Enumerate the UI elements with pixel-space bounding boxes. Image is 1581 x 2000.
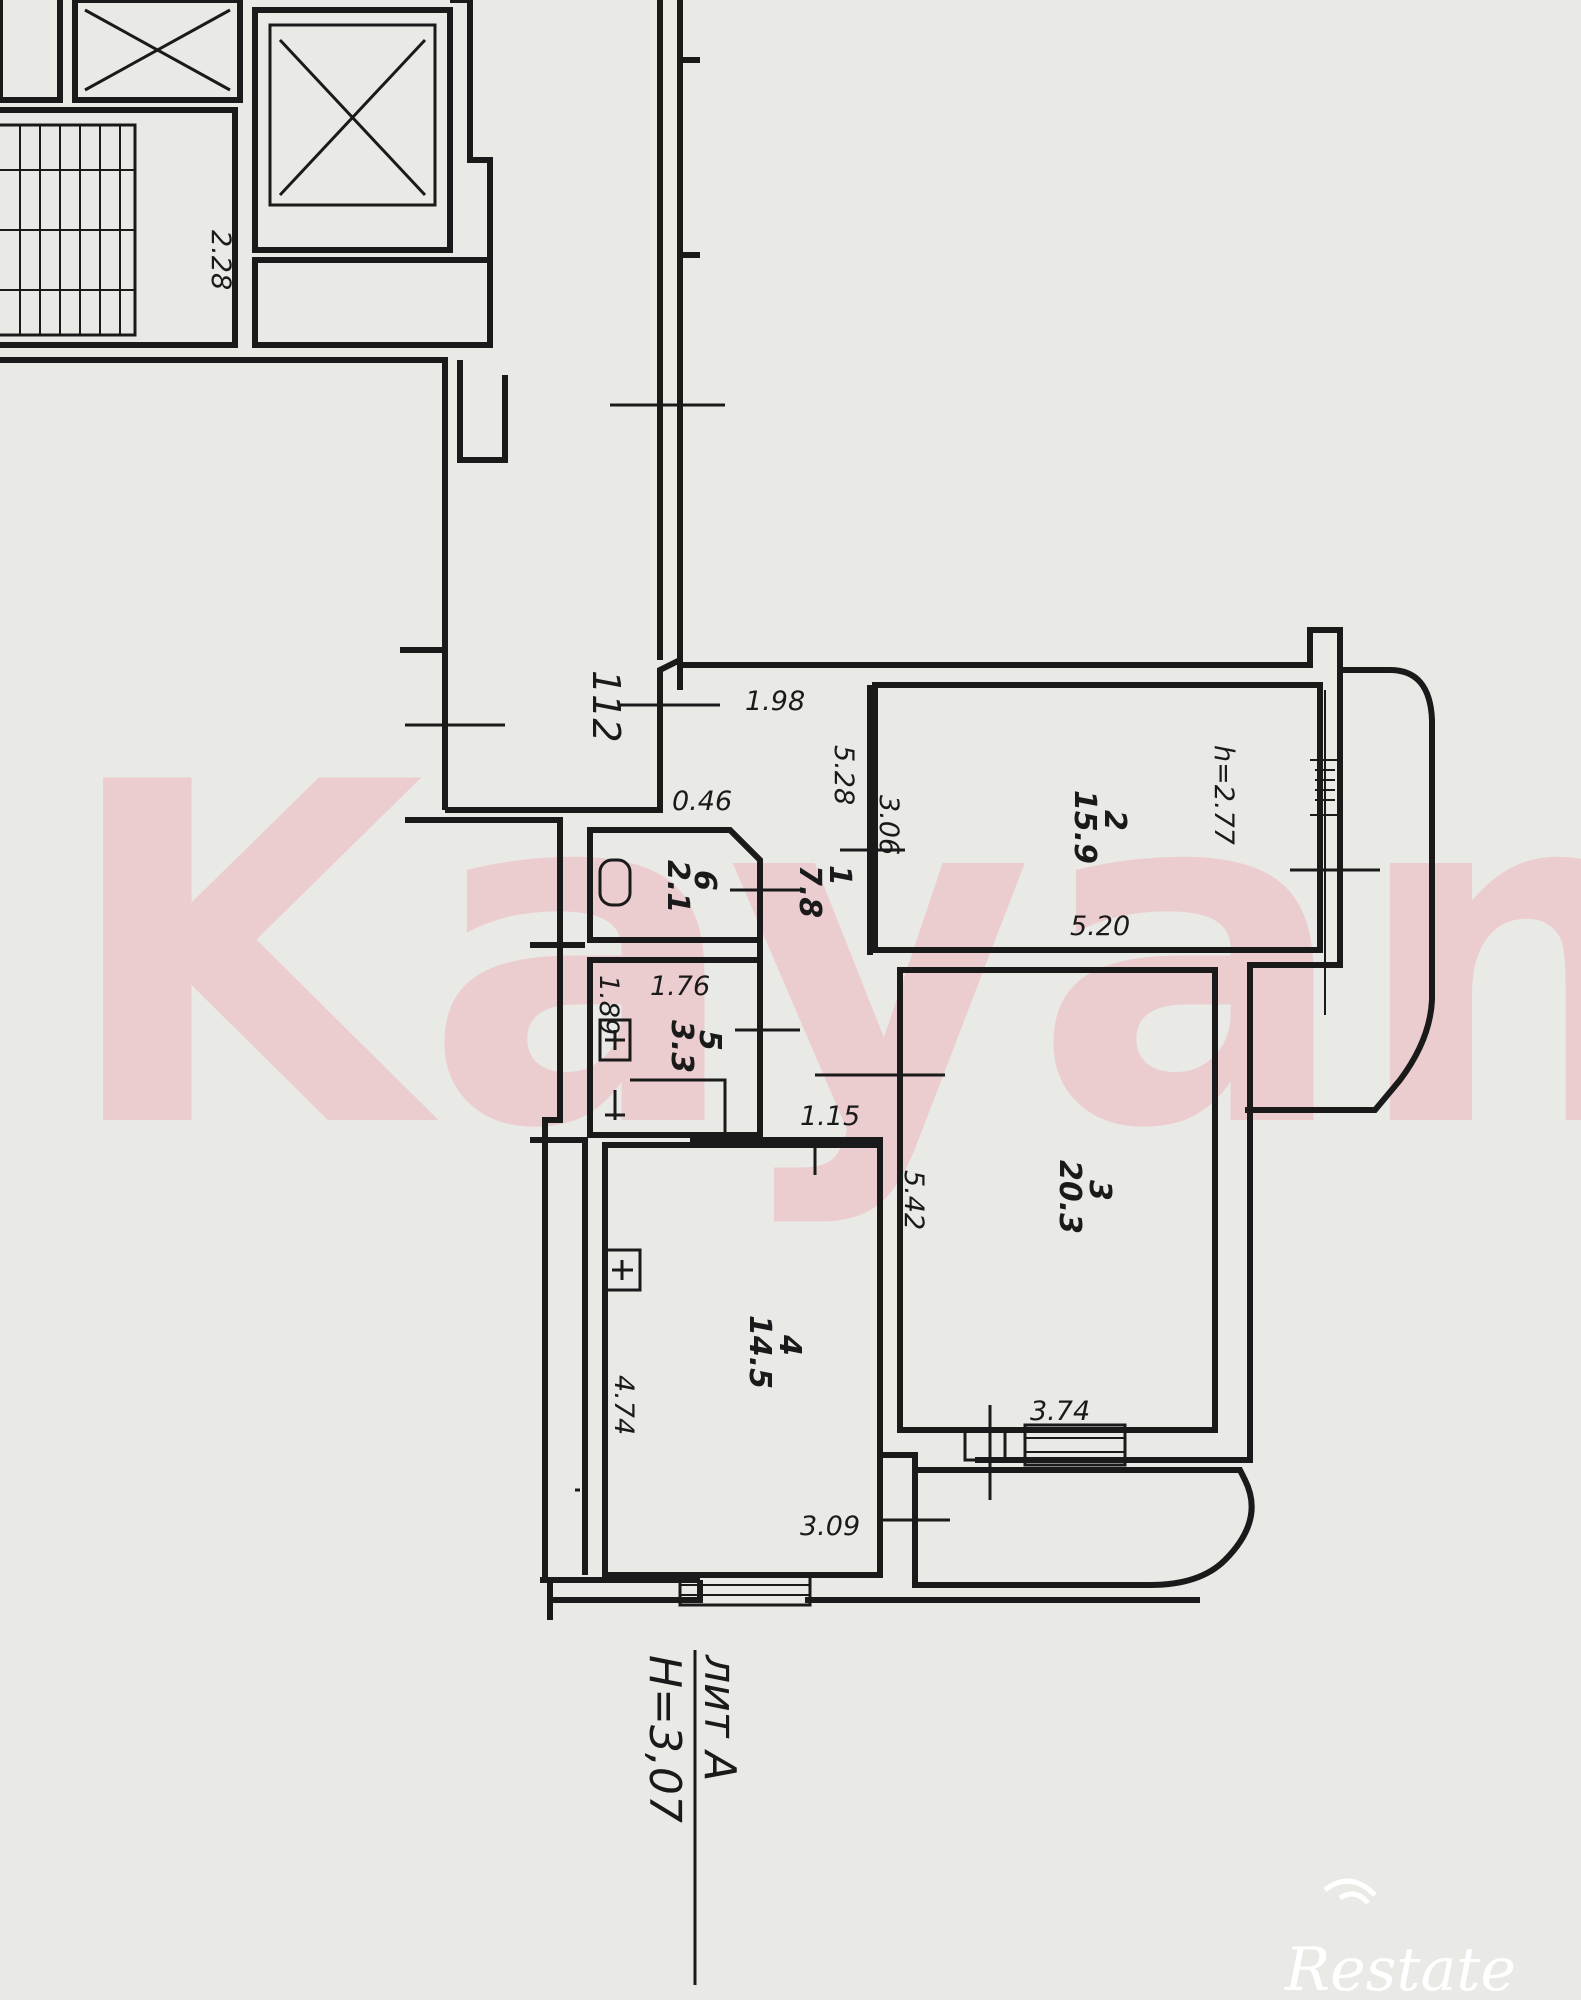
dim-living-side: 5.42 — [898, 1170, 929, 1230]
room-area: 15.9 — [1067, 790, 1102, 864]
dim-bath-side: 1.89 — [593, 975, 624, 1035]
apartment-walls — [405, 627, 1343, 1620]
dim-living-bottom: 3.74 — [1030, 1396, 1090, 1427]
elevator-shafts — [0, 0, 493, 348]
lit-label: лит А — [694, 1654, 745, 1781]
room-label-3: 3 20.3 — [1052, 1160, 1117, 1234]
toilet-icon — [598, 858, 632, 907]
corridor — [0, 0, 725, 810]
dim-kitchen-bottom: 3.09 — [800, 1511, 860, 1542]
room-label-5: 5 3.3 — [664, 1020, 727, 1073]
room-label-4: 4 14.5 — [742, 1315, 807, 1389]
room-area: 7.8 — [792, 865, 827, 918]
room-number: 6 — [687, 870, 722, 891]
room-label-6: 6 2.1 — [660, 860, 722, 913]
windows — [678, 1423, 1127, 1607]
room-number: 1 — [822, 865, 857, 886]
room-number: 3 — [1082, 1180, 1117, 1201]
room-number: 2 — [1097, 810, 1132, 831]
dim-door: 1.15 — [800, 1101, 860, 1132]
height-label: Н=3,07 — [639, 1655, 690, 1823]
restate-logo: Restate — [1284, 1878, 1516, 2000]
room-label-1: 1 7.8 — [792, 865, 857, 918]
stairwell: 2.28 — [0, 107, 238, 348]
watermark: Kayan — [60, 684, 1581, 1231]
room-area: 2.1 — [660, 860, 695, 913]
room-number: 5 — [692, 1030, 727, 1051]
sink-icon — [598, 1018, 632, 1062]
dim-corner: 0.46 — [672, 786, 732, 817]
balcony-right — [1245, 667, 1435, 1113]
room-label-2: 2 15.9 — [1067, 790, 1132, 864]
stove-icon — [603, 1248, 642, 1292]
room-area: 3.3 — [664, 1020, 699, 1073]
room-number: 4 — [772, 1334, 807, 1356]
dim-bath-width: 1.76 — [650, 971, 710, 1002]
dim-kitchen-side: 4.74 — [608, 1375, 639, 1435]
room-area: 20.3 — [1052, 1160, 1087, 1234]
interior-walls — [587, 682, 1323, 1585]
stair-dimension: 2.28 — [205, 230, 236, 290]
balcony-bottom — [912, 1467, 1255, 1588]
dim-hall-top: 1.98 — [745, 686, 805, 717]
building-label: лит А Н=3,07 — [639, 1650, 745, 1985]
dim-hall-side: 5.28 — [828, 745, 859, 805]
dim-bedroom-side: 3.06 — [873, 795, 904, 855]
fixtures — [598, 858, 642, 1292]
building-number: 112 — [584, 670, 628, 743]
room-area: 14.5 — [742, 1315, 777, 1389]
signal-icon — [1323, 1878, 1377, 1905]
ceiling-height: h=2.77 — [1208, 745, 1239, 845]
dim-bedroom-bottom: 5.20 — [1070, 911, 1130, 942]
logo-text: Restate — [1284, 1935, 1516, 2000]
dimension-ticks — [575, 703, 1380, 1522]
